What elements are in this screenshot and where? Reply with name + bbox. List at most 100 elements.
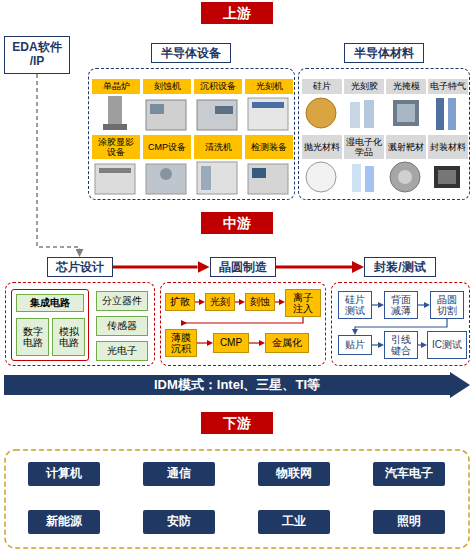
group-box: 集成电路数字电路模拟电路 — [11, 289, 89, 361]
node-text: 封装材料 — [430, 142, 466, 152]
node-text: 清洗机 — [205, 142, 232, 152]
section-heading: 半导体设备 — [151, 43, 231, 63]
resist-bottle — [350, 102, 360, 128]
node-text: 物联网 — [276, 467, 312, 481]
flow-arrow — [181, 317, 303, 323]
section-heading: 半导体材料 — [344, 43, 424, 63]
flow-arrow — [372, 304, 378, 305]
node-text: 贴片 — [345, 339, 365, 351]
process-step: 薄膜沉积 — [165, 329, 197, 357]
cleaner-picture — [197, 162, 237, 194]
inspection-screen — [252, 168, 266, 178]
process-step: 扩散 — [165, 293, 195, 311]
resist-bottle — [364, 100, 374, 128]
flow-arrow — [418, 304, 424, 305]
flow-arrow — [275, 301, 279, 302]
product-box: 分立器件 — [96, 291, 148, 311]
node-text: IC测试 — [432, 339, 462, 351]
tool-box: EDA软件 /IP — [4, 36, 70, 74]
material-label: 湿电子化学品 — [344, 135, 384, 159]
litho-stripe — [252, 102, 284, 108]
node-text: 光刻 — [210, 296, 230, 308]
product-box: 光电子 — [96, 341, 148, 361]
node-text: EDA软件 /IP — [8, 41, 66, 69]
node-text: 检测装备 — [251, 142, 287, 152]
material-label: 抛光材料 — [302, 135, 342, 159]
flow-arrow — [37, 74, 80, 249]
process-step: 引线键合 — [384, 331, 418, 359]
stage-panel: 封装/测试硅片测试背面减薄晶圆切割贴片引线键合IC测试 — [331, 282, 470, 366]
stage-banner: 下游 — [201, 412, 273, 434]
gas-cylinder — [448, 98, 456, 130]
node-text: 工业 — [282, 515, 306, 529]
material-label: 光刻胶 — [344, 79, 384, 94]
wafer-picture — [306, 98, 336, 128]
node-text: 溅射靶材 — [388, 142, 424, 152]
node-text: 金属化 — [272, 337, 302, 349]
section-heading: 芯片设计 — [47, 257, 113, 277]
process-step: 贴片 — [338, 335, 372, 355]
idm-arrow: IDM模式：Intel、三星、TI等 — [4, 372, 470, 398]
node-text: 分立器件 — [102, 295, 142, 307]
stage-banner: 中游 — [201, 212, 273, 234]
node-text: 汽车电子 — [385, 467, 433, 481]
cmp-pad — [160, 168, 172, 180]
node-text: 引线键合 — [388, 334, 414, 357]
deposition-panel — [215, 106, 233, 114]
node-text: 薄膜沉积 — [169, 332, 193, 355]
downstream-outline — [5, 450, 469, 548]
node-text: 光刻机 — [256, 81, 283, 91]
flow-arrow — [372, 344, 378, 345]
etcher-window — [150, 104, 164, 114]
equipment-label: 刻蚀机 — [143, 79, 191, 94]
node-text: 通信 — [167, 467, 191, 481]
process-step: 背面减薄 — [384, 291, 418, 319]
package-picture — [434, 166, 460, 188]
cmp-picture — [146, 164, 186, 194]
material-label: 光掩模 — [386, 79, 426, 94]
arrow-body — [4, 372, 470, 398]
node-text: CMP — [220, 337, 242, 349]
process-step: IC测试 — [427, 331, 467, 359]
application-box: 工业 — [258, 510, 330, 534]
gas-cylinder — [436, 98, 444, 130]
node-text: 中游 — [223, 215, 251, 231]
equipment-label: 沉积设备 — [194, 79, 242, 94]
track-stripe — [99, 168, 131, 173]
flow-arrow — [249, 342, 259, 343]
node-text: 单晶炉 — [103, 81, 130, 91]
target-center — [398, 170, 412, 184]
material-label: 硅片 — [302, 79, 342, 94]
node-text: 安防 — [167, 515, 191, 529]
flow-arrow — [195, 301, 199, 302]
flow-arrow — [355, 319, 447, 329]
node-text: 刻蚀机 — [154, 81, 181, 91]
node-text: 硅片 — [313, 81, 331, 91]
process-step: 刻蚀 — [245, 293, 275, 311]
flow-arrow — [197, 342, 207, 343]
chemical-bottle — [352, 164, 361, 192]
etcher-picture — [146, 100, 186, 130]
node-text: 抛光材料 — [304, 142, 340, 152]
node-text: 晶圆切割 — [434, 294, 460, 317]
application-box: 照明 — [373, 510, 445, 534]
application-box: 物联网 — [258, 462, 330, 486]
material-label: 封装材料 — [428, 135, 468, 159]
stage-panel: 晶圆制造扩散光刻刻蚀离子注入薄膜沉积CMP金属化 — [160, 282, 326, 366]
furnace-base — [103, 124, 127, 130]
node-text: 光刻胶 — [351, 81, 378, 91]
group-title: 集成电路 — [16, 294, 84, 312]
stage-panel: 芯片设计集成电路数字电路模拟电路分立器件传感器光电子 — [5, 282, 155, 366]
stage-banner: 上游 — [201, 2, 273, 24]
equipment-label: 检测装备 — [245, 135, 293, 159]
application-box: 安防 — [143, 510, 215, 534]
node-text: 传感器 — [107, 320, 137, 332]
equipment-label: 单晶炉 — [92, 79, 140, 94]
section-heading: 晶圆制造 — [210, 257, 276, 277]
polish-pad-picture — [306, 162, 336, 192]
node-text: 涂胶显影设备 — [95, 137, 137, 158]
equipment-label: CMP设备 — [143, 135, 191, 159]
node-text: 光电子 — [107, 345, 137, 357]
node-text: IDM模式：Intel、三星、TI等 — [154, 378, 320, 393]
mask-pattern — [397, 104, 415, 122]
